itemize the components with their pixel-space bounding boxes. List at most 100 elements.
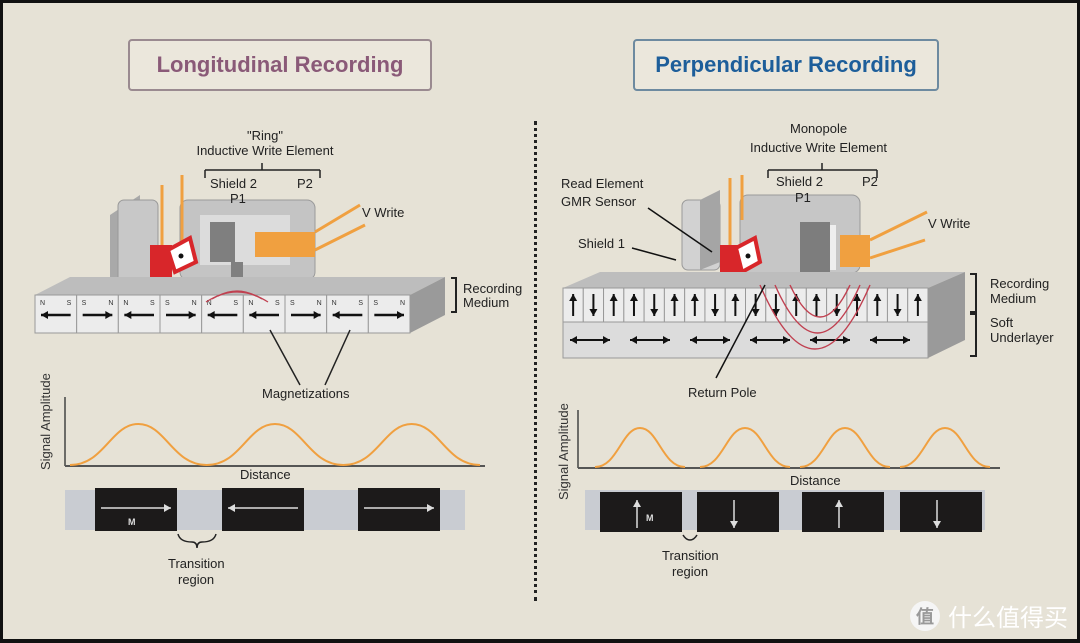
right-read-element: [720, 245, 740, 277]
pole-label: S: [82, 300, 87, 307]
right-soft-underlayer: [562, 321, 929, 359]
pole-label: N: [192, 300, 197, 307]
right-shield1-side: [700, 190, 720, 270]
left-medium-top: [35, 277, 445, 295]
shield1-label: Shield 1: [578, 236, 625, 251]
right-magnetization-arrow-head: [731, 294, 740, 301]
right-underlayer-arrow-r-head: [663, 336, 670, 344]
left-magnetization-arrow-head: [41, 311, 48, 319]
left-vwrite-wire-1: [314, 203, 361, 234]
pole-label: S: [67, 300, 72, 307]
left-medium-label-2: Medium: [463, 295, 510, 310]
right-shield2-label: Shield 2: [776, 174, 823, 189]
left-bit-arrow-head: [427, 504, 434, 512]
right-write-element-label: Inductive Write Element: [750, 140, 888, 155]
pole-label: N: [317, 300, 322, 307]
right-return-field-line: [774, 284, 861, 334]
left-y-axis-label: Signal Amplitude: [38, 373, 53, 470]
right-underlayer-arrow-r-head: [903, 336, 910, 344]
left-x-axis-label: Distance: [240, 467, 291, 482]
read-element-label: Read Element: [561, 176, 644, 191]
watermark-text: 什么值得买: [948, 605, 1068, 632]
right-magnetization-arrow-head: [650, 309, 659, 316]
right-magnetization-arrow-head: [629, 294, 638, 301]
right-bit-arrow-head: [933, 521, 941, 528]
right-return-field-line: [789, 284, 851, 318]
right-magnetization-arrow-head: [832, 309, 841, 316]
right-magnetization-arrow-head: [913, 294, 922, 301]
right-transition-label-2: region: [672, 564, 709, 579]
return-pole-pointer: [715, 284, 766, 379]
right-vwrite-wire-1: [869, 210, 928, 242]
left-write-coil: [255, 232, 315, 257]
shield1-pointer: [631, 247, 677, 261]
right-underlayer-arrow-l-head: [810, 336, 817, 344]
left-p2-label: P2: [297, 176, 313, 191]
left-bit-cell: [95, 488, 177, 531]
right-bit-arrow-head: [730, 521, 738, 528]
left-bit-arrow-head: [164, 504, 171, 512]
right-medium-label-2: Medium: [990, 291, 1037, 306]
read-element-pointer: [647, 207, 713, 253]
left-vwrite-label: V Write: [362, 205, 405, 220]
watermark: 值 什么值得买: [910, 598, 1068, 633]
left-bit-cell: [358, 488, 440, 531]
right-medium-label-1: Recording: [990, 276, 1050, 291]
right-underlayer-arrow-l-head: [750, 336, 757, 344]
left-transition-label-1: Transition: [168, 556, 225, 571]
right-signal-peak: [799, 426, 891, 468]
pole-label: N: [332, 300, 337, 307]
right-magnetization-arrow-head: [569, 294, 578, 301]
left-write-field-line: [205, 291, 269, 303]
right-medium-bracket: [970, 273, 977, 313]
left-magnetization-arrow-head: [105, 311, 113, 319]
magnetization-pointer-1: [269, 329, 301, 386]
left-transition-brace: [177, 533, 217, 549]
right-bit-arrow-head: [633, 500, 641, 507]
pole-label: S: [290, 300, 295, 307]
right-magnetization-arrow-head: [771, 309, 780, 316]
right-signal-peak: [594, 426, 686, 468]
right-write-coil: [840, 235, 870, 267]
left-read-sensor-dot: [178, 253, 184, 259]
right-vwrite-label: V Write: [928, 216, 971, 231]
right-bit-cell: [697, 492, 779, 532]
right-signal-peak: [899, 426, 991, 468]
pole-label: N: [248, 300, 253, 307]
left-vwrite-wire-2: [314, 223, 366, 252]
left-p1-pole: [210, 222, 235, 262]
pole-label: N: [400, 300, 405, 307]
right-return-field-line: [759, 284, 871, 350]
right-underlayer-arrow-l-head: [570, 336, 577, 344]
right-x-axis-label: Distance: [790, 473, 841, 488]
return-pole-label: Return Pole: [688, 385, 757, 400]
left-transition-label-2: region: [178, 572, 215, 587]
soft-underlayer-label-1: Soft: [990, 315, 1014, 330]
right-medium-top: [563, 272, 965, 288]
right-underlayer-arrow-l-head: [690, 336, 697, 344]
left-magnetization-arrow-head: [313, 311, 321, 319]
left-signal-curve: [69, 422, 481, 467]
right-medium-side: [928, 272, 965, 358]
right-magnetization-arrow-head: [893, 309, 902, 316]
left-bit-m-label: M: [128, 517, 136, 527]
right-magnetization-arrow-head: [873, 294, 882, 301]
left-magnetization-arrow-head: [207, 311, 215, 319]
right-underlayer-bracket: [970, 313, 977, 357]
right-underlayer-arrow-r-head: [723, 336, 730, 344]
right-magnetization-arrow-head: [589, 309, 598, 316]
right-signal-peak: [699, 426, 791, 468]
right-y-axis-label: Signal Amplitude: [556, 403, 571, 500]
right-underlayer-arrow-r-head: [843, 336, 850, 344]
right-underlayer-arrow-l-head: [870, 336, 877, 344]
right-bit-m-label: M: [646, 513, 654, 523]
right-vwrite-wire-2: [869, 238, 926, 260]
left-magnetization-arrow-head: [124, 311, 132, 319]
right-bit-arrow-head: [835, 500, 843, 507]
right-bit-cell: [900, 492, 982, 532]
pole-label: N: [207, 300, 212, 307]
left-medium-side: [410, 277, 445, 333]
left-bit-arrow-head: [228, 504, 235, 512]
pole-label: N: [108, 300, 113, 307]
pole-label: S: [275, 300, 280, 307]
